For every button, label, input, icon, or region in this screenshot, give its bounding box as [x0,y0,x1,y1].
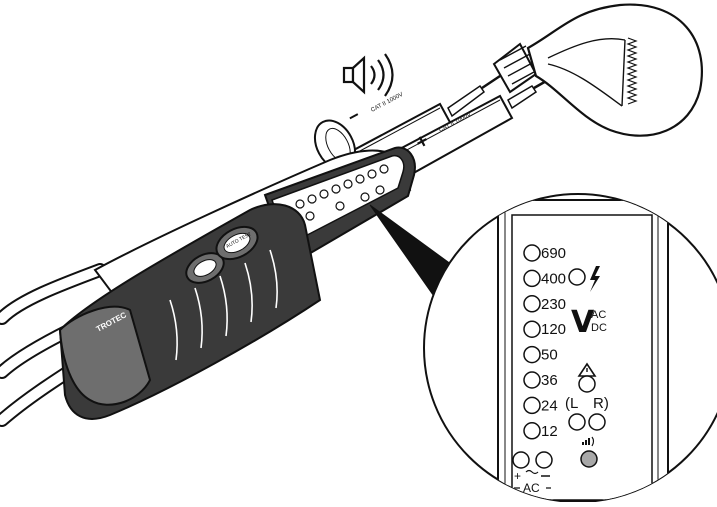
black-probe-minus-sign: − [344,105,363,128]
volt-symbol: V [571,305,595,340]
voltage-level-label-120: 120 [541,321,566,338]
voltage-led-36 [523,371,541,389]
magnified-indicator-panel: 690 400 230 120 50 36 24 12 V AC DC (L R) [423,193,717,503]
polarity-led-minus [535,451,553,469]
voltage-led-400 [523,269,541,288]
rotation-left-label: (L [565,395,578,412]
dc-label: DC [591,322,607,334]
rotation-left-led [568,413,586,431]
tilde-icon [525,469,539,475]
polarity-ac-label: AC [523,481,540,495]
voltage-level-label-50: 50 [541,347,558,364]
speaker-icon [342,53,394,97]
vibration-icon [582,436,595,447]
voltage-level-label-400: 400 [541,270,566,287]
voltage-level-label-690: 690 [541,245,566,262]
black-probe-cat-label: CAT II 1000V [370,92,404,114]
polarity-led-plus [512,451,530,469]
voltage-led-690 [523,244,541,262]
vibration-led [580,450,598,468]
lightning-icon [590,266,600,292]
tester-body: AUTO TEST TROTEC [58,146,416,420]
voltage-led-50 [523,345,541,364]
warning-led [578,375,596,393]
voltage-led-120 [523,320,541,338]
lightning-led [568,268,586,286]
ac-label: AC [591,309,606,321]
voltage-level-label-12: 12 [541,423,558,440]
rotation-right-led [588,413,606,431]
voltage-level-label-230: 230 [541,296,566,313]
voltage-led-list: 690 400 230 120 50 36 24 12 [523,244,566,440]
voltage-led-12 [523,422,541,440]
voltage-led-230 [523,295,541,313]
rotation-right-label: R) [593,395,609,412]
voltage-level-label-24: 24 [541,397,558,414]
light-bulb-icon [492,3,703,137]
polarity-plus-label: + [514,469,521,483]
voltage-led-24 [523,396,541,415]
voltage-level-label-36: 36 [541,372,558,389]
